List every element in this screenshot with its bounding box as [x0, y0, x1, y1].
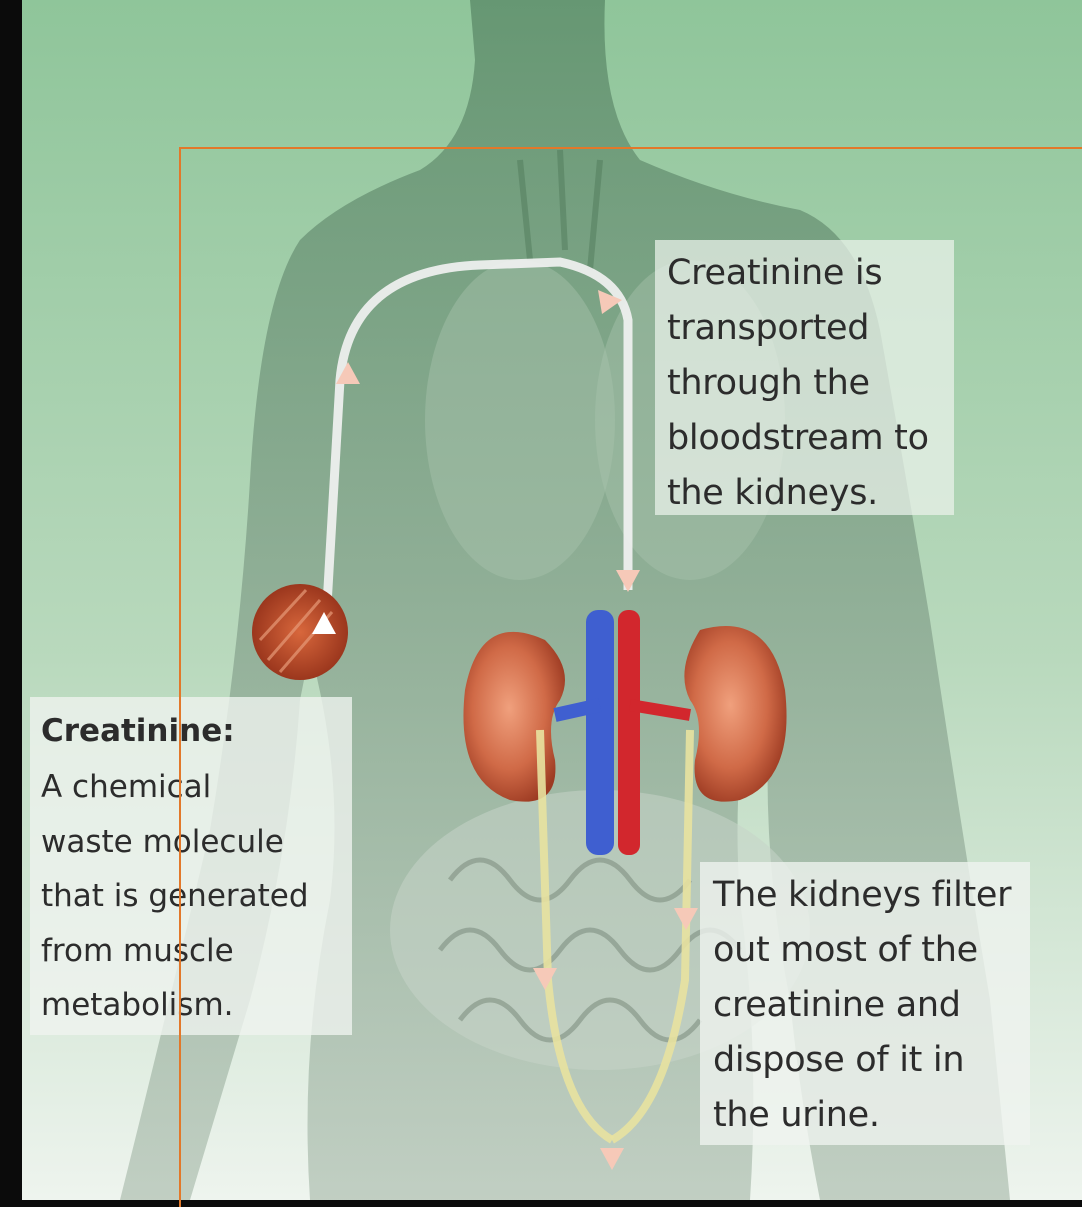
vena-cava	[586, 610, 614, 855]
aorta	[618, 610, 640, 855]
filter-line-3: creatinine and	[713, 978, 1030, 1033]
creatinine-line-5: metabolism.	[41, 978, 352, 1033]
filter-line-4: dispose of it in	[713, 1033, 1030, 1088]
transport-line-5: the kidneys.	[667, 466, 954, 521]
transport-line-3: through the	[667, 356, 954, 411]
creatinine-line-2: waste molecule	[41, 815, 352, 870]
filter-line-2: out most of the	[713, 923, 1030, 978]
filter-label: The kidneys filter out most of the creat…	[700, 862, 1030, 1145]
creatinine-definition-label: Creatinine: A chemical waste molecule th…	[30, 697, 352, 1035]
filter-line-1: The kidneys filter	[713, 868, 1030, 923]
transport-line-4: bloodstream to	[667, 411, 954, 466]
transport-line-1: Creatinine is	[667, 246, 954, 301]
renal-vein	[555, 705, 600, 715]
creatinine-title: Creatinine:	[41, 702, 352, 760]
transport-label: Creatinine is transported through the bl…	[655, 240, 954, 515]
left-kidney	[463, 632, 565, 802]
creatinine-line-4: from muscle	[41, 924, 352, 979]
creatinine-line-3: that is generated	[41, 869, 352, 924]
filter-line-5: the urine.	[713, 1088, 1030, 1143]
transport-line-2: transported	[667, 301, 954, 356]
left-lung	[425, 260, 615, 580]
right-kidney	[684, 626, 786, 802]
creatinine-line-1: A chemical	[41, 760, 352, 815]
